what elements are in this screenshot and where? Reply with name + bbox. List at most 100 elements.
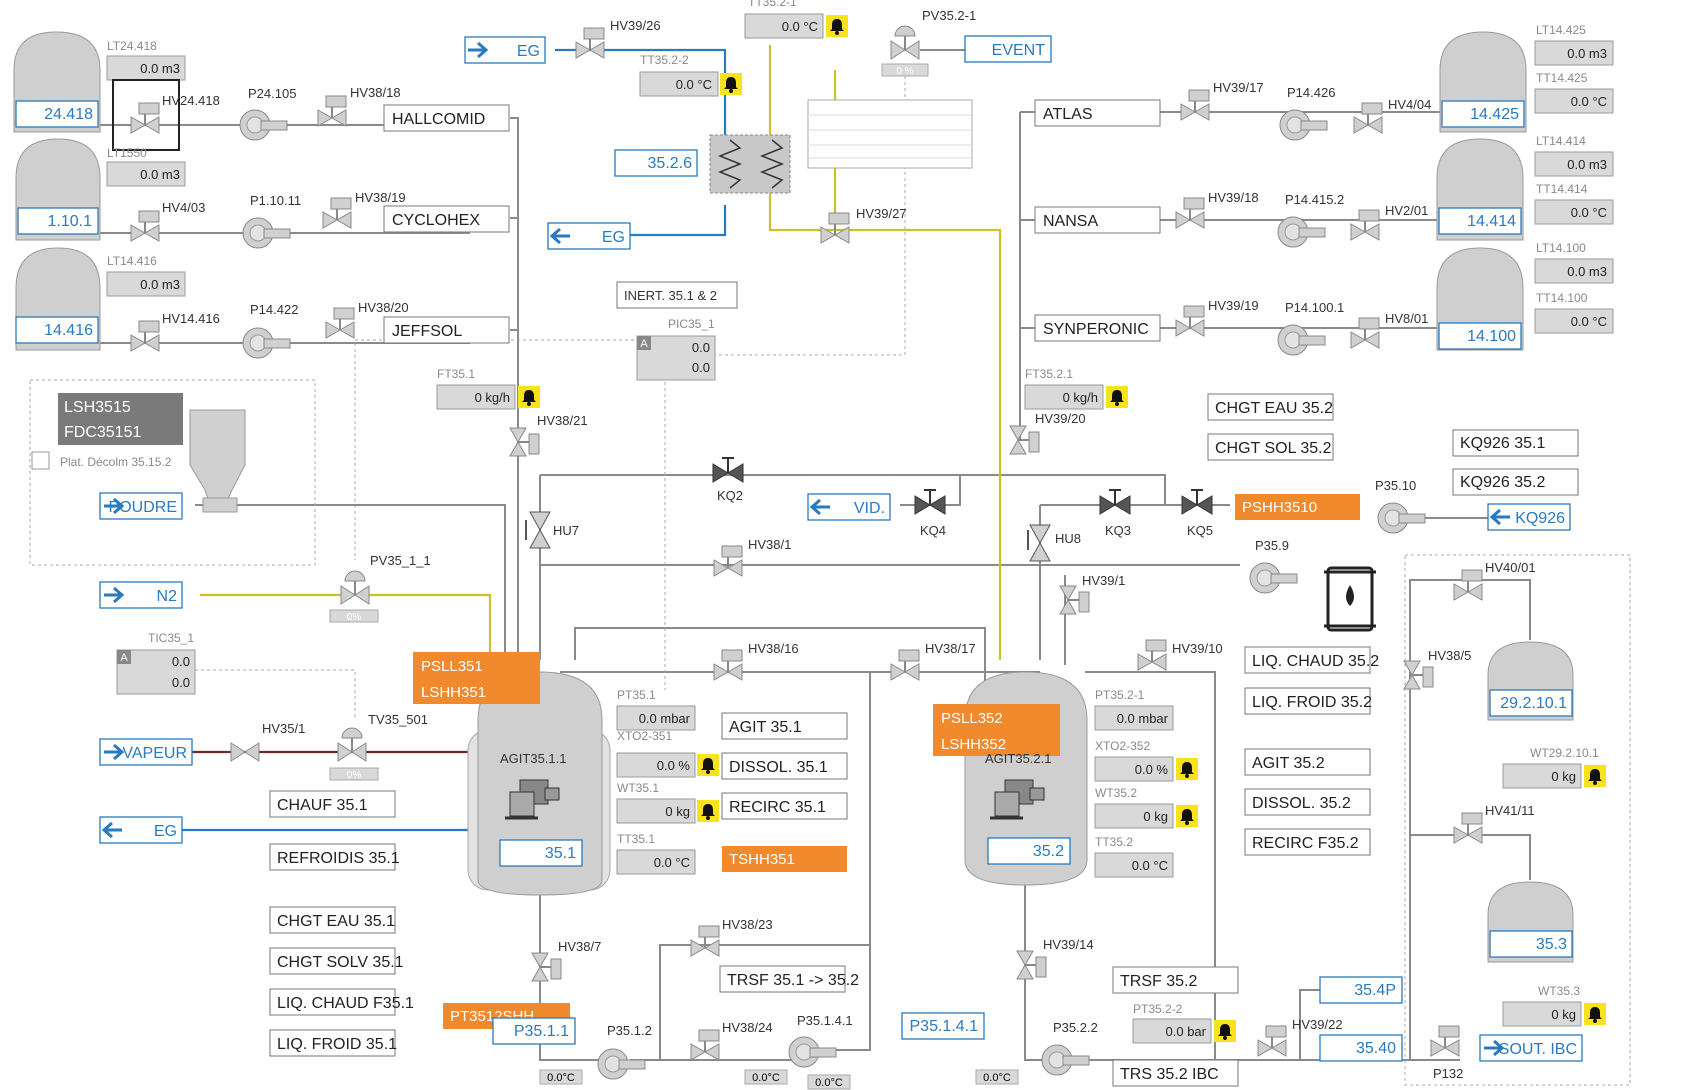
hv39-22-valve[interactable] bbox=[1257, 1025, 1287, 1057]
liq-chaud-f35-1-button[interactable] bbox=[269, 988, 396, 1016]
tank-tag[interactable] bbox=[15, 316, 99, 344]
tag-35-40[interactable] bbox=[1319, 1034, 1403, 1062]
product-tag[interactable] bbox=[1034, 99, 1161, 127]
temp-box[interactable] bbox=[1534, 88, 1614, 114]
level-box[interactable] bbox=[1534, 40, 1614, 66]
heat-exchanger[interactable] bbox=[709, 134, 791, 194]
pv35-1-1-control-valve[interactable] bbox=[340, 570, 370, 605]
kq4-valve[interactable] bbox=[914, 489, 946, 515]
liq-froid-35-1-button[interactable] bbox=[269, 1029, 396, 1057]
p35-1-2-pump[interactable] bbox=[597, 1048, 646, 1080]
level-box[interactable] bbox=[106, 55, 186, 81]
p35-9-pump[interactable] bbox=[1249, 562, 1298, 594]
hv39-26-valve[interactable] bbox=[575, 27, 605, 59]
tank-valve[interactable] bbox=[130, 210, 160, 242]
wt29-box[interactable] bbox=[1502, 763, 1582, 789]
agitator-motor-icon[interactable] bbox=[990, 779, 1045, 820]
alarm-bell-icon[interactable] bbox=[518, 386, 540, 408]
trs-35-2-ibc-button[interactable] bbox=[1112, 1059, 1239, 1087]
powder-hopper[interactable] bbox=[189, 409, 246, 506]
reactor-35-1-tag[interactable] bbox=[499, 839, 583, 867]
chgt-solv-35-1-button[interactable] bbox=[269, 947, 396, 975]
kq2-valve[interactable] bbox=[712, 457, 744, 483]
hv38-24-valve[interactable] bbox=[690, 1029, 720, 1061]
tank-tag[interactable] bbox=[17, 207, 99, 235]
hv-valve[interactable] bbox=[1175, 197, 1205, 229]
hv-valve[interactable] bbox=[1180, 89, 1210, 121]
alarm-bell-icon[interactable] bbox=[697, 754, 719, 776]
pump[interactable] bbox=[242, 327, 291, 359]
tank-35-3-tag[interactable] bbox=[1489, 930, 1573, 958]
hv38-16-valve[interactable] bbox=[713, 649, 743, 681]
pump[interactable] bbox=[242, 217, 291, 249]
hv40-01-valve[interactable] bbox=[1453, 569, 1483, 601]
level-box[interactable] bbox=[106, 161, 186, 187]
wt35-3-box[interactable] bbox=[1502, 1001, 1582, 1027]
hv39-27-valve[interactable] bbox=[820, 212, 850, 244]
liq-froid-35-2-button[interactable] bbox=[1244, 687, 1371, 715]
alarm-bell-icon[interactable] bbox=[1584, 765, 1606, 787]
pump[interactable] bbox=[239, 109, 288, 141]
chauf-35-1-button[interactable] bbox=[269, 790, 396, 818]
p35-1-1-tag[interactable] bbox=[492, 1017, 576, 1045]
meas-box[interactable] bbox=[1094, 705, 1174, 731]
meas-box[interactable] bbox=[616, 705, 696, 731]
hv39-14-valve[interactable] bbox=[1016, 950, 1047, 980]
alarm-bell-icon[interactable] bbox=[1176, 758, 1198, 780]
level-box[interactable] bbox=[106, 271, 186, 297]
event-outlet[interactable] bbox=[964, 35, 1052, 63]
tank-tag[interactable] bbox=[1441, 100, 1525, 128]
tag-35-4p[interactable] bbox=[1319, 976, 1403, 1004]
alarm-bell-icon[interactable] bbox=[1584, 1003, 1606, 1025]
p35-1-4-1-pump[interactable] bbox=[788, 1036, 837, 1068]
tank-29-tag[interactable] bbox=[1489, 689, 1573, 717]
ft35-2-1-box[interactable] bbox=[1024, 384, 1104, 410]
chgt-sol-35-2-button[interactable] bbox=[1207, 433, 1334, 461]
p35-10-pump[interactable] bbox=[1377, 502, 1426, 534]
level-box[interactable] bbox=[1534, 151, 1614, 177]
kq926-35-2-button[interactable] bbox=[1452, 468, 1579, 496]
trsf-35-1-35-2-button[interactable] bbox=[719, 965, 846, 993]
meas-box[interactable] bbox=[1094, 803, 1174, 829]
p132-valve[interactable] bbox=[1430, 1025, 1460, 1057]
hv38-23-valve[interactable] bbox=[690, 925, 720, 957]
agitator-motor-icon[interactable] bbox=[505, 779, 560, 820]
kq926-35-1-button[interactable] bbox=[1452, 429, 1579, 457]
hv38-21-valve[interactable] bbox=[509, 427, 540, 457]
hv39-20-valve[interactable] bbox=[1009, 425, 1040, 455]
pump[interactable] bbox=[1277, 216, 1326, 248]
alarm-bell-icon[interactable] bbox=[697, 800, 719, 822]
pump[interactable] bbox=[1279, 109, 1328, 141]
exchanger-tag[interactable] bbox=[614, 149, 698, 177]
level-box[interactable] bbox=[1534, 258, 1614, 284]
hv38-1-valve[interactable] bbox=[713, 545, 743, 577]
alarm-bell-icon[interactable] bbox=[826, 15, 848, 37]
liq-chaud-35-2-button[interactable] bbox=[1244, 646, 1371, 674]
kq3-valve[interactable] bbox=[1099, 489, 1131, 515]
hv-valve[interactable] bbox=[322, 197, 352, 229]
product-tag[interactable] bbox=[1034, 206, 1161, 234]
ft35-1-box[interactable] bbox=[436, 384, 516, 410]
recirc-35-1-button[interactable] bbox=[721, 792, 848, 820]
chgt-eau-35-1-button[interactable] bbox=[269, 906, 396, 934]
tank-tag[interactable] bbox=[1438, 322, 1522, 350]
psll352-alarm[interactable] bbox=[933, 704, 1060, 756]
p35-1-4-1-tag[interactable] bbox=[901, 1012, 985, 1040]
agit-35-2-button[interactable] bbox=[1244, 748, 1371, 776]
meas-box[interactable] bbox=[616, 798, 696, 824]
hv38-7-valve[interactable] bbox=[531, 952, 562, 982]
alarm-bell-icon[interactable] bbox=[1176, 805, 1198, 827]
refroidis-35-1-button[interactable] bbox=[269, 843, 396, 871]
pshh3510-alarm[interactable] bbox=[1235, 494, 1360, 520]
alarm-bell-icon[interactable] bbox=[720, 73, 742, 95]
hv-valve[interactable] bbox=[317, 95, 347, 127]
hu8-valve[interactable] bbox=[1027, 524, 1051, 562]
p35-2-2-pump[interactable] bbox=[1041, 1044, 1090, 1076]
alarm-bell-icon[interactable] bbox=[1106, 386, 1128, 408]
pt35-2-2-box[interactable] bbox=[1132, 1018, 1212, 1044]
alarm-bell-icon[interactable] bbox=[1214, 1020, 1236, 1042]
psll351-alarm[interactable] bbox=[413, 652, 540, 704]
product-tag[interactable] bbox=[383, 104, 510, 132]
trsf-35-2-button[interactable] bbox=[1112, 966, 1239, 994]
recirc-f35-2-button[interactable] bbox=[1244, 828, 1371, 856]
